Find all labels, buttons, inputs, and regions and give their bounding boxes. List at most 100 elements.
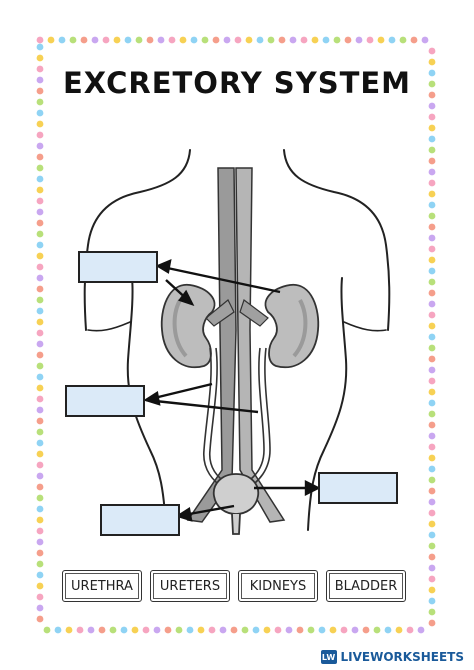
liveworksheets-logo-icon: LW bbox=[320, 650, 337, 664]
border-dot bbox=[274, 626, 282, 634]
border-dot bbox=[36, 153, 44, 161]
answer-box-urethra-slot[interactable] bbox=[100, 504, 180, 536]
border-dot bbox=[428, 256, 436, 264]
border-dot bbox=[318, 626, 326, 634]
border-dot bbox=[307, 626, 315, 634]
border-dot bbox=[36, 318, 44, 326]
border-dot bbox=[267, 36, 275, 44]
border-dot bbox=[428, 586, 436, 594]
border-dot bbox=[428, 542, 436, 550]
border-dot bbox=[36, 208, 44, 216]
border-dot bbox=[102, 36, 110, 44]
border-dot bbox=[36, 571, 44, 579]
border-dot bbox=[36, 450, 44, 458]
border-dot bbox=[417, 626, 425, 634]
border-dot bbox=[76, 626, 84, 634]
word-urethra[interactable]: URETHRA bbox=[62, 570, 142, 602]
border-dot bbox=[355, 36, 363, 44]
border-dot bbox=[428, 410, 436, 418]
border-dot bbox=[36, 98, 44, 106]
border-dot bbox=[428, 201, 436, 209]
border-dot bbox=[91, 36, 99, 44]
border-dot bbox=[58, 36, 66, 44]
border-dot bbox=[366, 36, 374, 44]
border-dot bbox=[36, 109, 44, 117]
border-dot bbox=[428, 575, 436, 583]
border-dot bbox=[69, 36, 77, 44]
border-dot bbox=[428, 421, 436, 429]
border-dot bbox=[300, 36, 308, 44]
border-dot bbox=[124, 36, 132, 44]
border-dot bbox=[175, 626, 183, 634]
border-dot bbox=[428, 234, 436, 242]
border-dot bbox=[428, 91, 436, 99]
border-dot bbox=[36, 417, 44, 425]
border-dot bbox=[36, 428, 44, 436]
border-dot bbox=[428, 487, 436, 495]
border-dot bbox=[47, 36, 55, 44]
border-dot bbox=[36, 296, 44, 304]
border-dot bbox=[428, 355, 436, 363]
border-dot bbox=[36, 54, 44, 62]
border-dot bbox=[36, 65, 44, 73]
border-dot bbox=[36, 274, 44, 282]
border-dot bbox=[36, 197, 44, 205]
border-dot bbox=[36, 593, 44, 601]
border-dot bbox=[428, 168, 436, 176]
border-dot bbox=[428, 344, 436, 352]
border-dot bbox=[428, 267, 436, 275]
border-dot bbox=[263, 626, 271, 634]
border-dot bbox=[36, 472, 44, 480]
border-dot bbox=[36, 516, 44, 524]
border-dot bbox=[351, 626, 359, 634]
border-dot bbox=[36, 230, 44, 238]
border-dot bbox=[428, 520, 436, 528]
border-dot bbox=[399, 36, 407, 44]
border-dot bbox=[36, 615, 44, 623]
border-dot bbox=[406, 626, 414, 634]
border-dot bbox=[135, 36, 143, 44]
border-dot bbox=[36, 186, 44, 194]
border-dot bbox=[428, 212, 436, 220]
border-dot bbox=[421, 36, 429, 44]
answer-box-ureters-slot[interactable] bbox=[65, 385, 145, 417]
border-dot bbox=[36, 340, 44, 348]
border-dot bbox=[428, 300, 436, 308]
border-dot bbox=[245, 36, 253, 44]
word-bladder[interactable]: BLADDER bbox=[326, 570, 406, 602]
border-dot bbox=[164, 626, 172, 634]
border-dot bbox=[36, 527, 44, 535]
border-dot bbox=[36, 36, 44, 44]
great-vessels bbox=[186, 167, 286, 523]
border-dot bbox=[428, 223, 436, 231]
border-dot bbox=[428, 366, 436, 374]
border-dot bbox=[285, 626, 293, 634]
border-dot bbox=[428, 531, 436, 539]
answer-box-bladder-slot[interactable] bbox=[318, 472, 398, 504]
border-dot bbox=[208, 626, 216, 634]
border-dot bbox=[241, 626, 249, 634]
border-dot bbox=[36, 604, 44, 612]
border-dot bbox=[428, 333, 436, 341]
word-kidneys[interactable]: KIDNEYS bbox=[238, 570, 318, 602]
border-dot bbox=[120, 626, 128, 634]
border-dot bbox=[252, 626, 260, 634]
border-dot bbox=[384, 626, 392, 634]
ureters bbox=[203, 347, 271, 489]
border-dot bbox=[428, 190, 436, 198]
border-dot bbox=[428, 498, 436, 506]
border-dot bbox=[428, 322, 436, 330]
border-dot bbox=[179, 36, 187, 44]
answer-box-kidneys-slot[interactable] bbox=[78, 251, 158, 283]
border-dot bbox=[36, 582, 44, 590]
border-dot bbox=[142, 626, 150, 634]
border-dot bbox=[340, 626, 348, 634]
border-dot bbox=[410, 36, 418, 44]
border-dot bbox=[333, 36, 341, 44]
border-dot bbox=[428, 553, 436, 561]
border-dot bbox=[54, 626, 62, 634]
border-dot bbox=[311, 36, 319, 44]
border-dot bbox=[157, 36, 165, 44]
word-ureters[interactable]: URETERS bbox=[150, 570, 230, 602]
